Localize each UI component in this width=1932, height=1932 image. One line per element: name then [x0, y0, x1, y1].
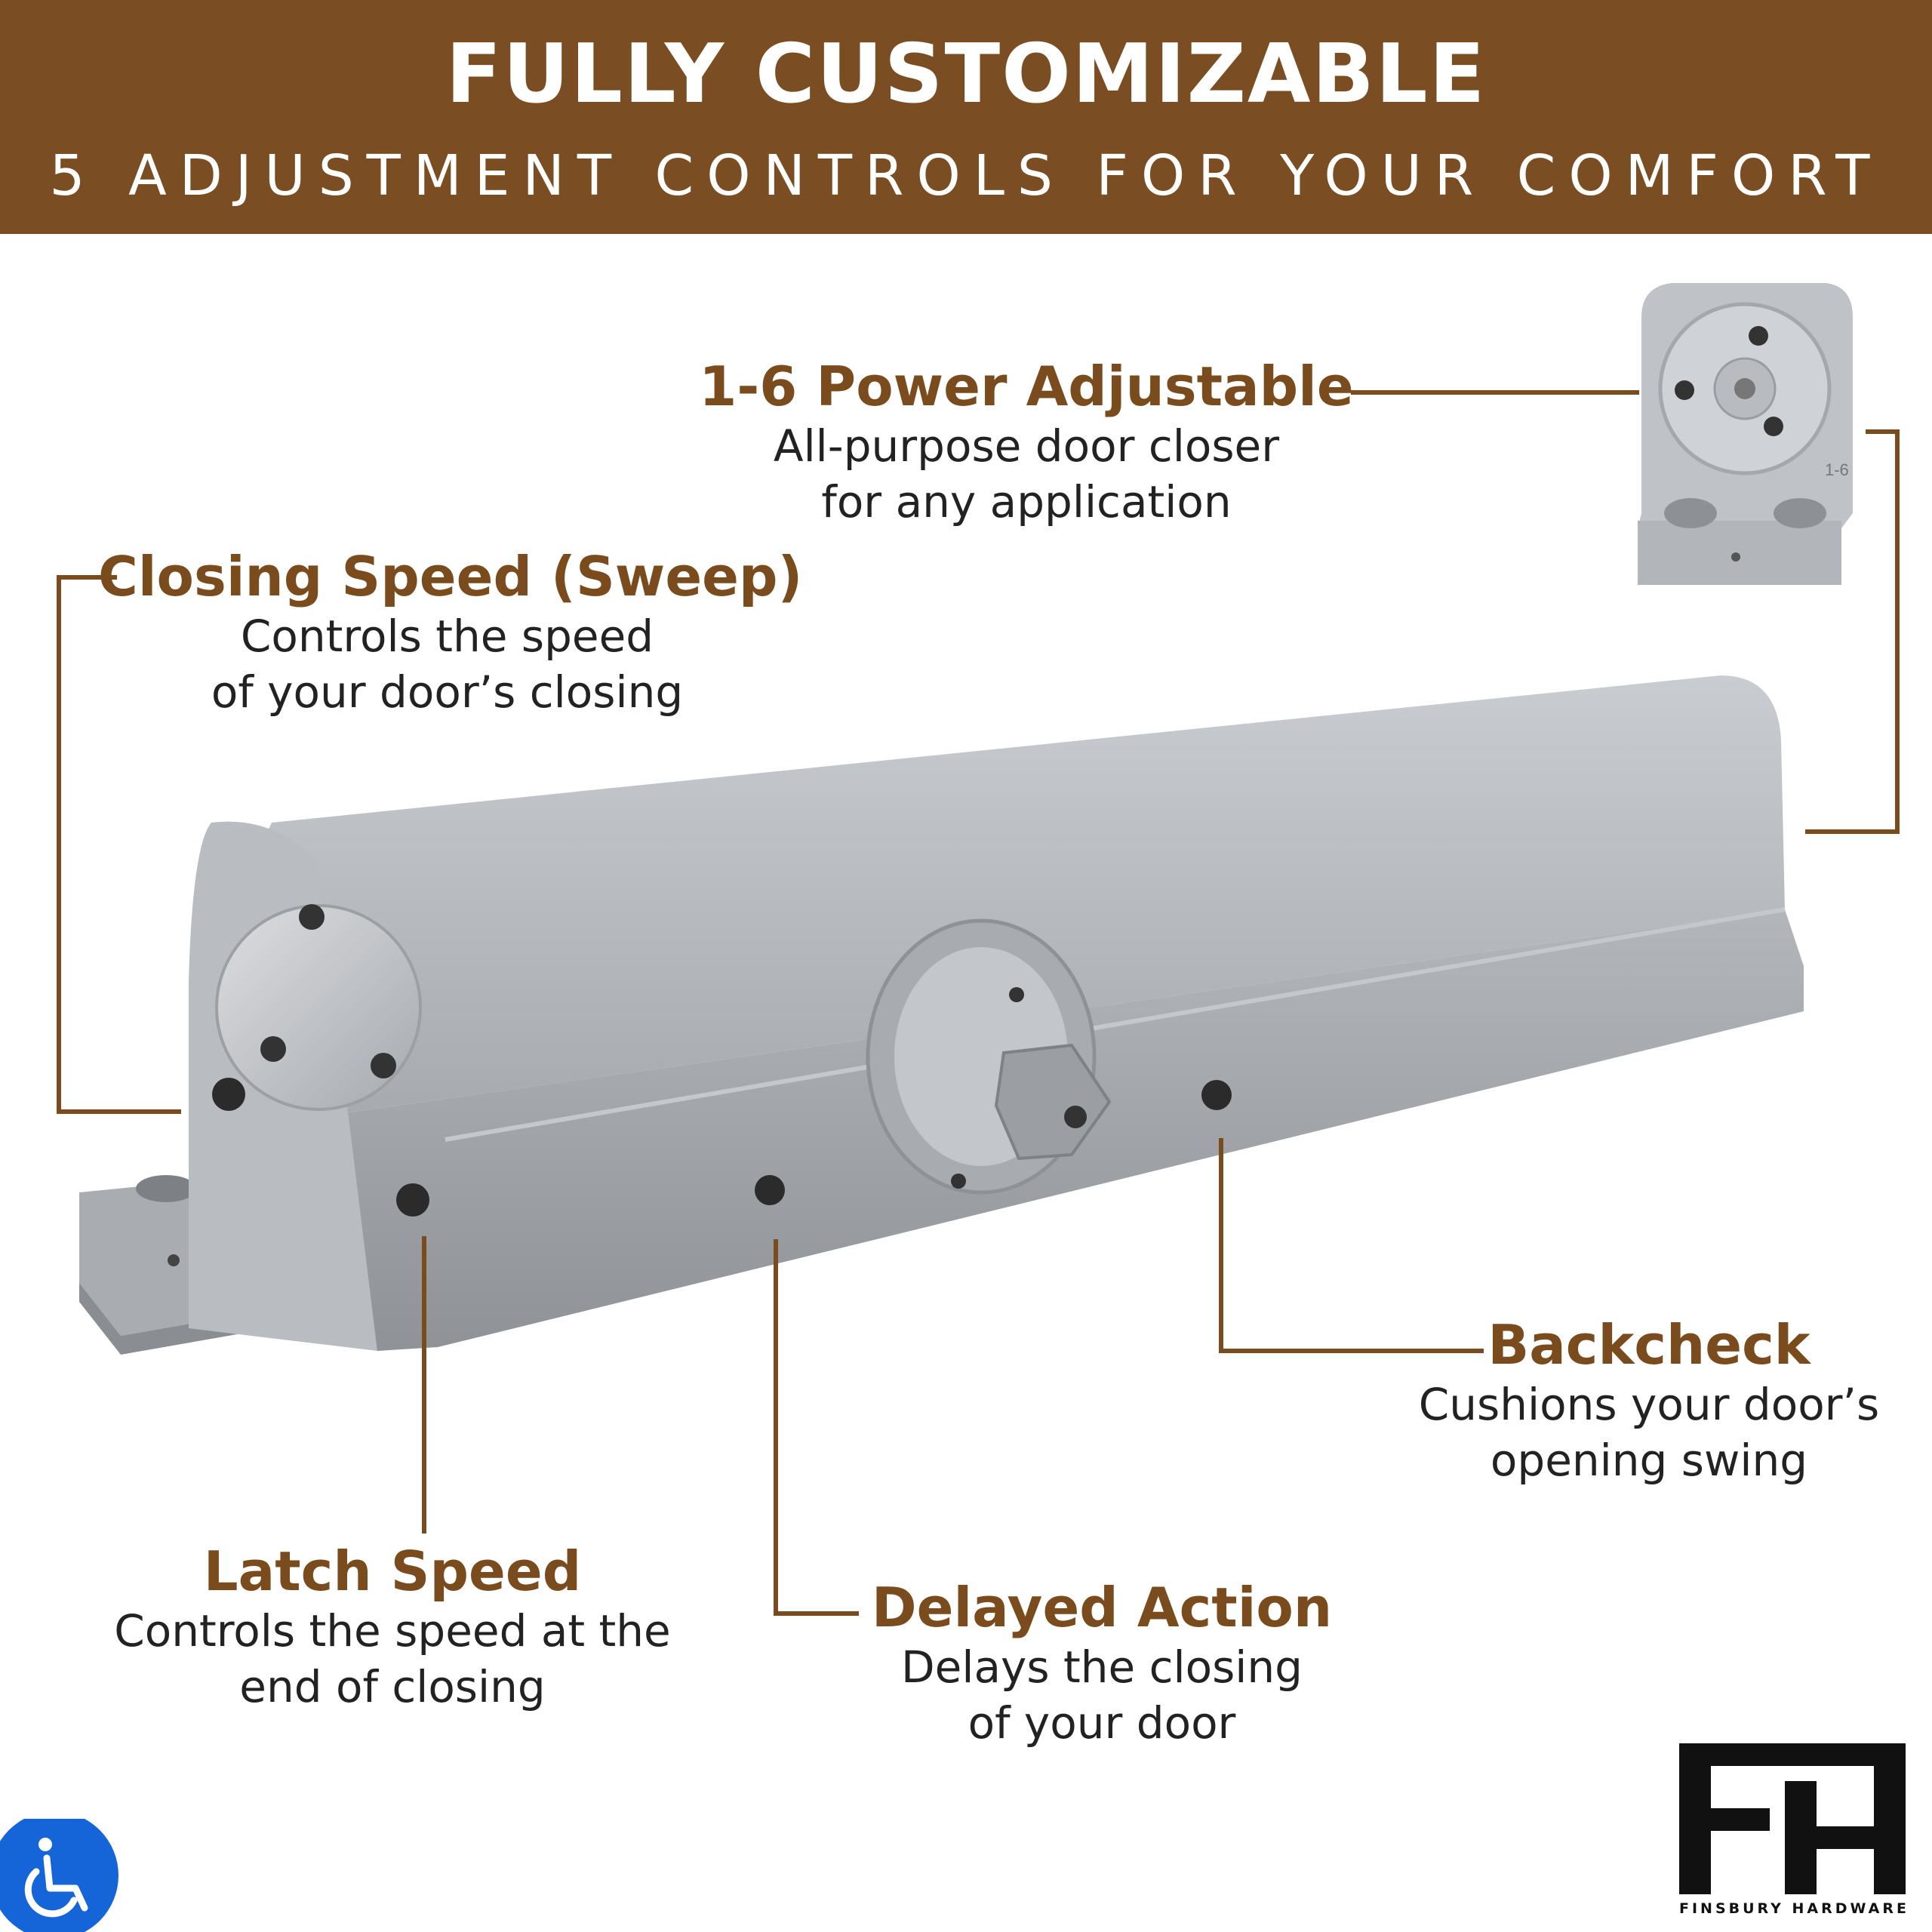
power-adjustable-line2: for any application	[821, 476, 1232, 528]
closing-speed-heading: Closing Speed (Sweep)	[98, 545, 803, 608]
backcheck-line2: opening swing	[1490, 1435, 1808, 1486]
bracket-image: 1-6	[1638, 283, 1853, 585]
power-adjustable-heading: 1-6 Power Adjustable	[699, 355, 1354, 418]
backcheck-heading: Backcheck	[1487, 1313, 1810, 1377]
callout-closing-speed: Closing Speed (Sweep) Controls the speed…	[98, 545, 803, 720]
delayed-action-line1: Delays the closing	[901, 1641, 1303, 1693]
banner-subtitle: 5 ADJUSTMENT CONTROLS FOR YOUR COMFORT	[49, 143, 1883, 208]
leader-lines	[57, 390, 1900, 1616]
callout-backcheck: Backcheck Cushions your door’s opening s…	[1385, 1313, 1913, 1488]
finsbury-logo: FINSBURY HARDWARE	[1679, 1743, 1906, 1917]
power-scale-marking: 1-6	[1825, 460, 1849, 479]
callout-power-adjustable: 1-6 Power Adjustable All-purpose door cl…	[694, 355, 1358, 530]
latch-speed-line1: Controls the speed at the	[114, 1605, 671, 1657]
door-closer-image	[79, 675, 1804, 1355]
closing-speed-line1: Controls the speed	[240, 611, 654, 662]
latch-speed-line2: end of closing	[239, 1661, 546, 1712]
callout-delayed-action: Delayed Action Delays the closing of you…	[868, 1576, 1336, 1751]
header-banner: FULLY CUSTOMIZABLE 5 ADJUSTMENT CONTROLS…	[0, 0, 1932, 234]
power-adjustable-line1: All-purpose door closer	[773, 420, 1280, 472]
closing-speed-line2: of your door’s closing	[211, 666, 684, 718]
delayed-action-line2: of your door	[968, 1697, 1236, 1749]
banner-title: FULLY CUSTOMIZABLE	[445, 27, 1487, 122]
callout-latch-speed: Latch Speed Controls the speed at the en…	[83, 1540, 702, 1715]
wheelchair-accessibility-icon	[0, 1819, 118, 1932]
latch-speed-heading: Latch Speed	[203, 1540, 582, 1603]
delayed-action-heading: Delayed Action	[871, 1576, 1333, 1639]
logo-caption: FINSBURY HARDWARE	[1679, 1900, 1909, 1917]
backcheck-line1: Cushions your door’s	[1418, 1379, 1880, 1430]
fh-logo-mark	[1679, 1743, 1906, 1894]
